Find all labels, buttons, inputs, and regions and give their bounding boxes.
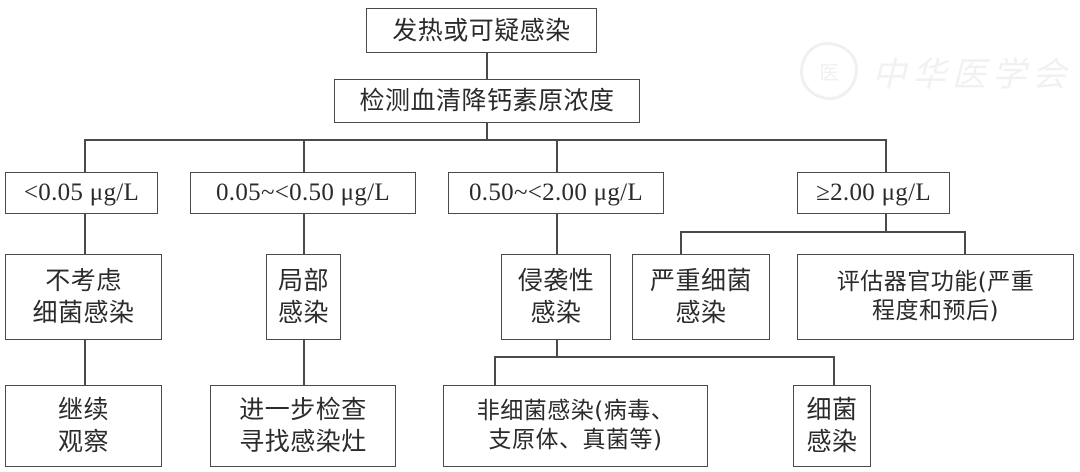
connector-invasive-bus (494, 356, 835, 358)
node-level-050-200[interactable]: 0.50~<2.00 μg/L (448, 172, 664, 214)
connector-bus-to-level3 (556, 139, 558, 172)
node-assess-organ-function[interactable]: 评估器官功能(严重 程度和预后) (797, 254, 1074, 340)
node-test-pct[interactable]: 检测血清降钙素原浓度 (334, 79, 640, 123)
node-local-infection[interactable]: 局部 感染 (266, 254, 341, 340)
watermark-text: 中华医学会 (872, 54, 1072, 95)
node-level-lt-005[interactable]: <0.05 μg/L (5, 172, 158, 214)
node-level-005-050[interactable]: 0.05~<0.50 μg/L (190, 172, 416, 214)
connector-bus-to-severe-bacterial (680, 231, 682, 254)
connector-bus-to-assess-organ (964, 231, 966, 254)
connector-bus-to-level4 (885, 139, 887, 172)
connector-level3-to-invasive (556, 213, 558, 255)
connector-level4-bus (680, 231, 965, 233)
connector-level4-down (885, 213, 887, 232)
watermark-seal-icon: 医 (800, 42, 858, 100)
node-invasive-infection[interactable]: 侵袭性 感染 (501, 254, 611, 340)
node-further-examination[interactable]: 进一步检查 寻找感染灶 (210, 385, 396, 467)
connector-level2-to-local (303, 213, 305, 255)
connector-test-down (486, 122, 488, 140)
watermark: 医 中华医学会 (800, 42, 1072, 100)
connector-local-to-further-exam (303, 340, 305, 385)
node-severe-bacterial-infection[interactable]: 严重细菌 感染 (632, 254, 770, 340)
node-non-bacterial-infection[interactable]: 非细菌感染(病毒、 支原体、真菌等) (443, 385, 708, 467)
node-bacterial-infection[interactable]: 细菌 感染 (793, 385, 871, 467)
node-continue-observation[interactable]: 继续 观察 (5, 385, 162, 467)
connector-bus-to-bacterial (833, 356, 835, 385)
node-start[interactable]: 发热或可疑感染 (366, 8, 597, 53)
node-no-bacterial-infection[interactable]: 不考虑 细菌感染 (5, 254, 162, 340)
connector-bus-to-level1 (84, 139, 86, 172)
connector-no-bacterial-to-observe (84, 340, 86, 385)
connector-bus-to-non-bacterial (494, 356, 496, 385)
connector-level-bus (84, 139, 886, 141)
connector-start-to-test (486, 52, 488, 80)
connector-invasive-down (556, 340, 558, 357)
node-level-gte-200[interactable]: ≥2.00 μg/L (797, 172, 950, 214)
connector-level1-to-no-bacterial (84, 213, 86, 255)
connector-bus-to-level2 (303, 139, 305, 172)
